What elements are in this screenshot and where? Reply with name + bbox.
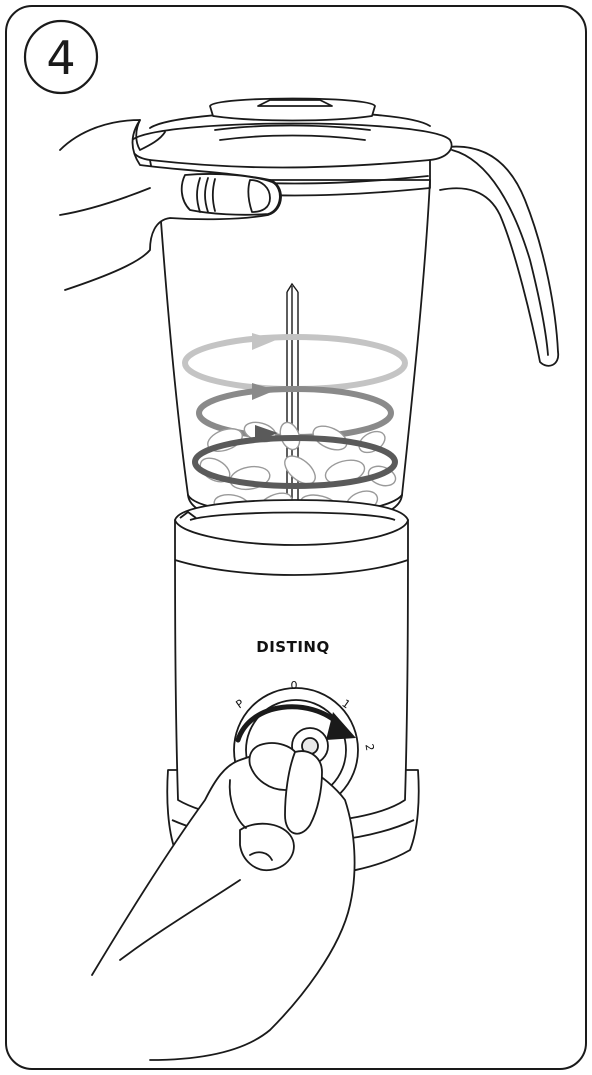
brand-logo: DISTINQ [256, 638, 329, 656]
dial-label-off: 0 [291, 679, 298, 692]
jar-handle [430, 147, 558, 366]
step-badge: 4 [25, 21, 97, 93]
lid-cap [210, 99, 375, 121]
lid-rim [131, 124, 452, 168]
step-number: 4 [46, 31, 75, 85]
right-hand [92, 743, 355, 1060]
